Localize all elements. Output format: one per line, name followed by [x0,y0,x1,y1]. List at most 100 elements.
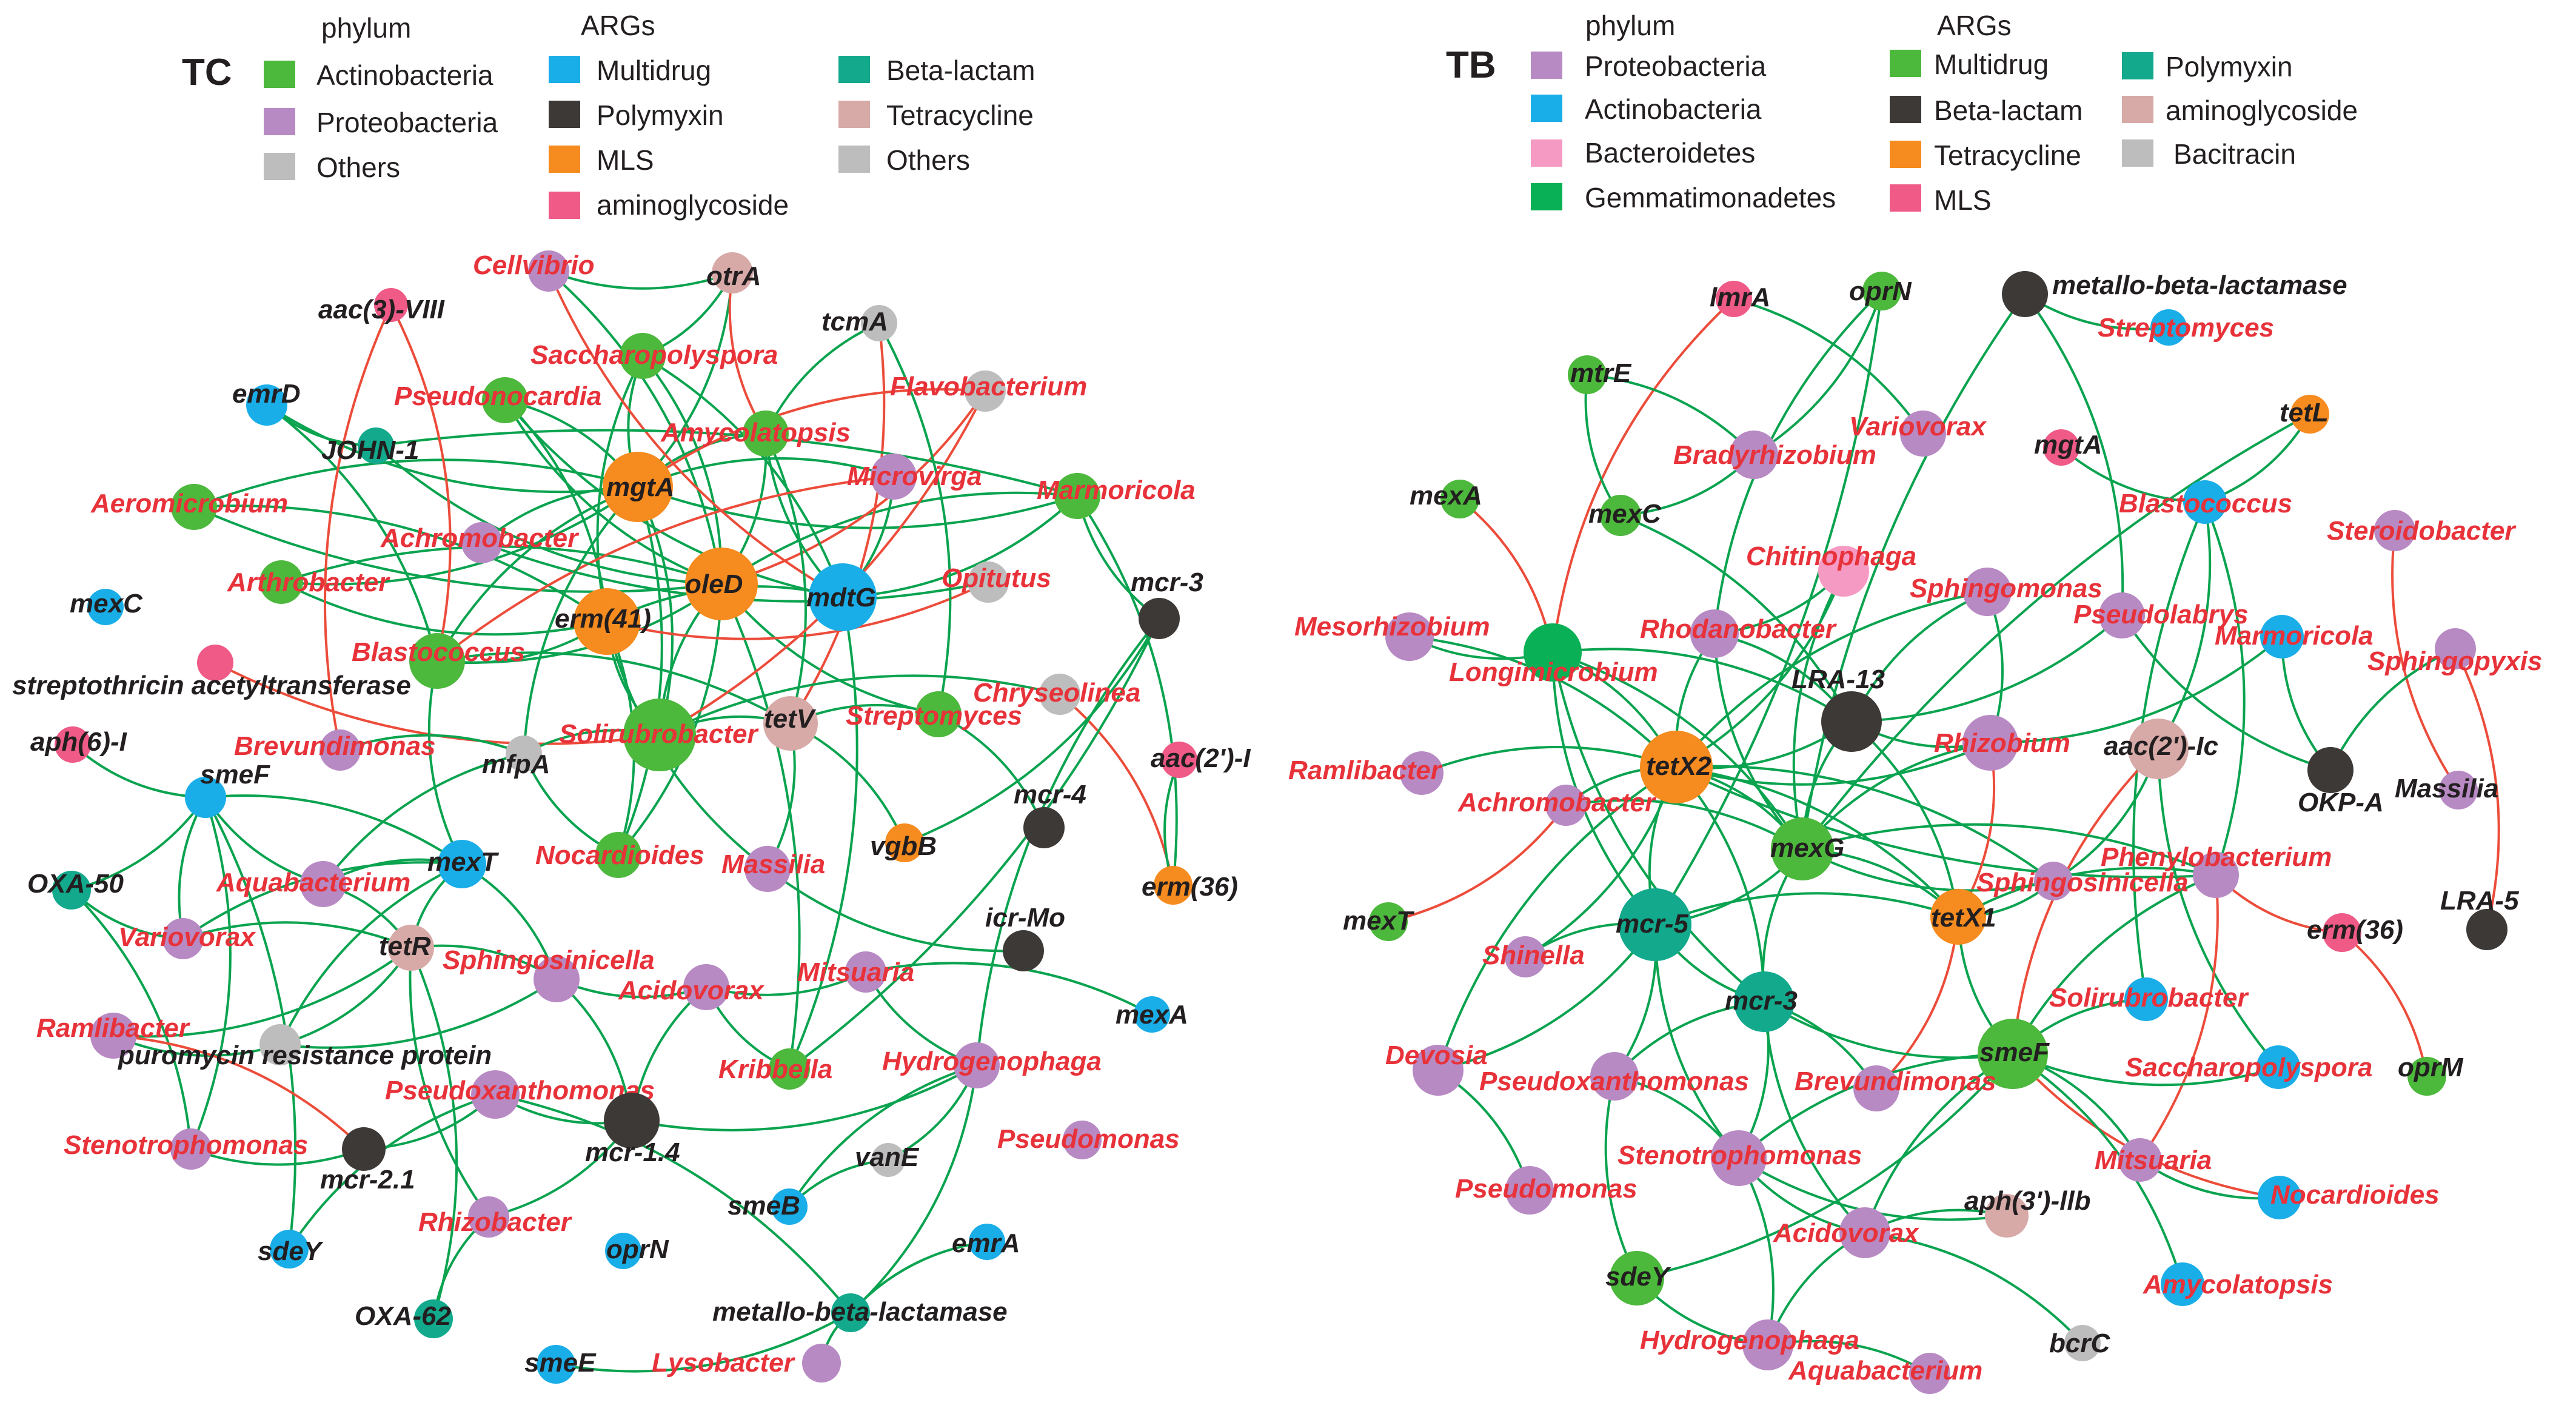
node-circle [1600,495,1641,536]
node-label: Sphingosinicella [443,945,655,975]
node-circle [55,726,91,763]
node-tc-pseudoxanthomonas: Pseudoxanthomonas [385,1070,655,1119]
node-circle [2258,1176,2301,1219]
network-edge [1437,923,1656,1071]
node-label: Stenotrophomonas [1618,1141,1862,1170]
network-edge [1792,571,1845,850]
node-circle [744,846,791,892]
node-circle [604,1093,660,1148]
node-circle [885,823,924,862]
legend-label: Multidrug [597,55,711,86]
node-tc-aph6: aph(6)-I [30,726,127,763]
node-circle [771,1188,808,1225]
legend-swatch [264,61,295,88]
node-tc-sdey: sdeY [258,1230,324,1269]
node-label: mcr-3 [1725,986,1798,1016]
network-edge [1388,804,1567,923]
node-tc-sphingosinicella: Sphingosinicella [443,945,655,1002]
node-label: OXA-50 [27,869,124,899]
node-circle [1400,751,1444,795]
legend-swatch [549,146,580,173]
node-tb-oprn: oprN [1849,272,1912,310]
network-edge [1551,652,1765,1003]
node-tc-microvirga: Microvirga [847,454,982,500]
network-edge [659,674,1060,736]
node-circle [1154,866,1193,905]
node-label: Flavobacterium [890,372,1087,401]
node-tc-tcma: tcmA [821,305,897,341]
node-label: emrA [952,1228,1020,1258]
legend-swatch [1531,95,1562,122]
network-edge [788,618,1160,1070]
node-circle [2374,510,2415,551]
node-circle [259,1024,301,1065]
node-circle [1369,902,1408,941]
node-circle [1505,1166,1554,1215]
network-edge [637,486,1078,529]
node-circle [683,964,729,1010]
legend-label: Beta-lactam [886,55,1035,86]
node-circle [1161,742,1197,778]
legend-label: Proteobacteria [1585,50,1767,82]
node-circle [1742,1319,1793,1370]
node-label: vgbB [870,831,937,861]
node-circle [438,840,486,888]
node-tc-oprn: oprN [605,1233,669,1269]
node-tb-mitsuaria: Mitsuaria [2095,1138,2212,1182]
node-circle [2034,862,2073,900]
network-edge [409,947,490,1218]
node-tb-lra13: LRA-13 [1791,665,1885,752]
node-circle [2002,271,2048,317]
legend-swatch [264,153,295,180]
node-circle [712,252,753,293]
network-edge [849,1065,978,1314]
node-tc-mcr4: mcr-4 [1014,780,1086,848]
node-tb-variovorax: Variovorax [1849,411,1987,457]
node-circle [954,1042,1000,1088]
network-edge [2012,1053,2184,1285]
node-tc-oled: oleD [685,548,758,620]
node-label: Aquabacterium [1788,1356,1982,1386]
node-circle [1853,1065,1899,1111]
node-tc-aac3: aac(3)-VIII [318,288,445,324]
node-tb-rhodanobacter: Rhodanobacter [1640,609,1838,658]
node-tc-acidovorax: Acidovorax [618,964,764,1010]
node-circle [1619,888,1691,961]
node-circle [90,1013,136,1059]
node-circle [2124,977,2168,1021]
node-label: Microvirga [847,461,982,491]
legend-swatch [838,56,870,83]
node-label: Steroidobacter [2327,516,2517,546]
node-circle [534,956,580,1002]
network-edge [323,304,392,751]
node-circle [1590,1052,1639,1101]
node-label: oprN [1849,277,1912,306]
node-tb-mcr3: mcr-3 [1725,971,1798,1032]
node-tb-acidovorax: Acidovorax [1773,1207,1919,1258]
node-circle [965,370,1006,412]
node-tb-chitinophaga: Chitinophaga [1746,541,1916,597]
network-edge [938,713,1045,828]
node-circle [809,563,877,631]
node-circle [1711,1130,1767,1186]
network-edge [204,797,297,1250]
network-edge [1801,293,2026,850]
node-circle [2150,309,2187,346]
node-tc-ramlibacter: Ramlibacter [36,1013,191,1059]
node-label: sdeY [258,1236,324,1266]
node-tc-pseudomonas: Pseudomonas [997,1121,1180,1159]
node-tc-hydrogenophaga: Hydrogenophaga [882,1042,1102,1088]
network-edge [842,495,1079,598]
node-tb-streptomyces: Streptomyces [2098,309,2274,346]
node-tb-mexg: mexG [1770,817,1844,880]
network-edge [547,270,723,585]
node-label: Stenotrophomonas [64,1130,308,1160]
node-label: aac(3)-VIII [318,295,445,324]
node-label: oprN [606,1235,669,1264]
node-tc-smee: smeE [524,1345,597,1384]
node-label: Acidovorax [1773,1218,1919,1248]
node-label: Mesorhizobium [1294,612,1490,642]
node-label: OXA-62 [355,1301,451,1331]
legend-tb-item-aminoglycoside: aminoglycoside [2122,95,2358,126]
